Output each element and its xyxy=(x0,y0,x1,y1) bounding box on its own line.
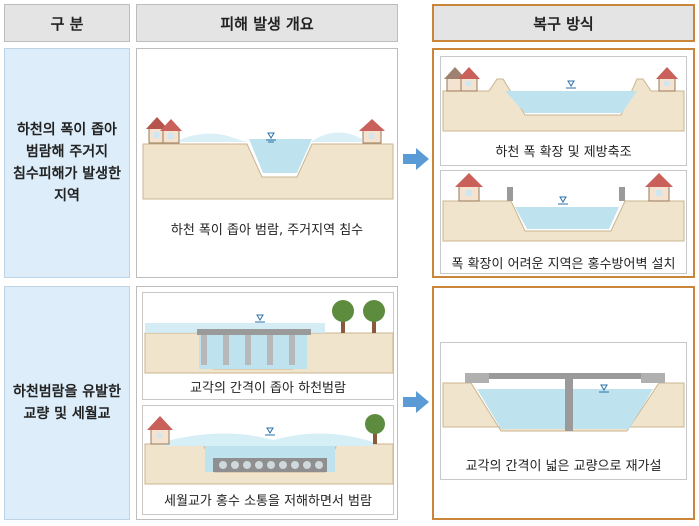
header-recovery: 복구 방식 xyxy=(432,4,695,42)
damage-panel-row-2: 교각의 간격이 좁아 하천범람 세월교가 홍수 소통을 저해하면서 xyxy=(136,286,398,520)
tree-icon xyxy=(363,300,385,333)
recovery-caption-1: 하천 폭 확장 및 제방축조 xyxy=(495,145,632,160)
narrow-pier-bridge-illustration xyxy=(144,300,394,374)
tree-icon xyxy=(332,300,354,333)
damage-panel-row-1: 하천 폭이 좁아 범람, 주거지역 침수 xyxy=(136,48,398,278)
widened-river-with-levee-illustration xyxy=(442,67,685,132)
recovery-caption-3: 교각의 간격이 넓은 교량으로 재가설 xyxy=(465,459,662,474)
low-water-crossing-illustration xyxy=(144,414,394,485)
category-row-2: 하천범람을 유발한 교량 및 세월교 xyxy=(4,286,130,520)
flood-wall-illustration xyxy=(442,173,685,242)
house-icon xyxy=(359,119,385,144)
flood-wall xyxy=(619,187,625,201)
damage-option-2: 세월교가 홍수 소통을 저해하면서 범람 xyxy=(142,405,394,515)
damage-caption-1: 하천 폭이 좁아 범람, 주거지역 침수 xyxy=(170,223,364,238)
bridge-deck xyxy=(467,373,663,379)
bridge-pier xyxy=(565,379,573,431)
house-icon xyxy=(455,173,483,202)
house-icon xyxy=(146,117,168,144)
header-category: 구 분 xyxy=(4,4,130,42)
house-icon xyxy=(160,119,182,144)
header-recovery-label: 복구 방식 xyxy=(533,14,594,33)
flood-wall xyxy=(507,187,513,201)
recovery-panel-row-2: 교각의 간격이 넓은 교량으로 재가설 xyxy=(432,286,695,520)
tree-icon xyxy=(365,414,385,444)
damage-option-1: 교각의 간격이 좁아 하천범람 xyxy=(142,292,394,400)
house-icon xyxy=(147,416,173,445)
house-icon xyxy=(645,173,673,202)
header-category-label: 구 분 xyxy=(50,14,84,33)
damage-caption-2: 교각의 간격이 좁아 하천범람 xyxy=(190,381,346,396)
recovery-caption-2: 폭 확장이 어려운 지역은 홍수방어벽 설치 xyxy=(451,257,676,272)
house-icon xyxy=(656,67,678,92)
recovery-option-3: 교각의 간격이 넓은 교량으로 재가설 xyxy=(440,342,687,480)
wide-span-bridge-illustration xyxy=(442,373,685,432)
right-arrow-icon xyxy=(403,148,429,170)
header-damage-label: 피해 발생 개요 xyxy=(220,14,314,33)
category-row-1: 하천의 폭이 좁아 범람해 주거지 침수피해가 발생한 지역 xyxy=(4,48,130,278)
bridge xyxy=(197,329,311,365)
recovery-option-1: 하천 폭 확장 및 제방축조 xyxy=(440,56,687,166)
recovery-option-2: 폭 확장이 어려운 지역은 홍수방어벽 설치 xyxy=(440,170,687,274)
flooded-residential-illustration xyxy=(142,117,394,200)
house-icon xyxy=(458,67,480,92)
damage-caption-3: 세월교가 홍수 소통을 저해하면서 범람 xyxy=(164,494,372,509)
header-damage: 피해 발생 개요 xyxy=(136,4,398,42)
recovery-panel-row-1: 하천 폭 확장 및 제방축조 폭 확장이 어려운 지역은 홍수방어벽 설치 xyxy=(432,48,695,278)
right-arrow-icon xyxy=(403,391,429,413)
